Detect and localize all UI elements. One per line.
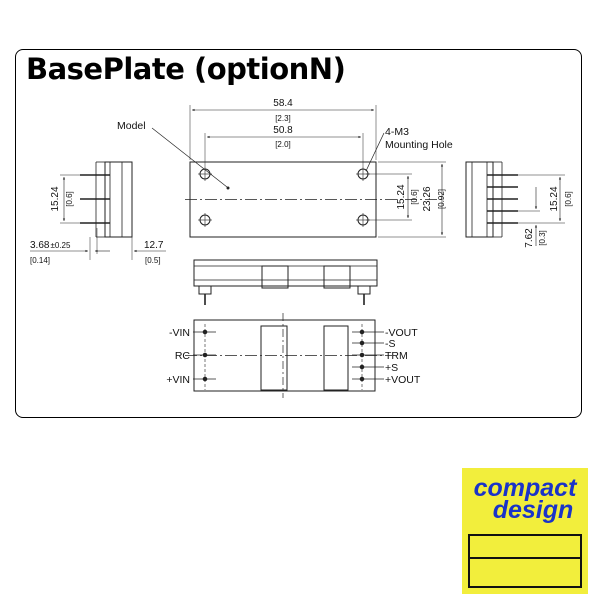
badge-module-icon xyxy=(468,534,582,588)
model-leader xyxy=(151,127,228,188)
overall-width-in-dim: [2.3] xyxy=(275,114,291,123)
top-view xyxy=(151,105,446,238)
overall-height-dim: 23.26 xyxy=(422,186,433,211)
hole-spacing-x-in-dim: [2.0] xyxy=(275,140,291,149)
badge-line-1: compact xyxy=(473,474,577,502)
right-height-in-dim: [0.6] xyxy=(564,191,573,207)
pin-label-neg-vin: -VIN xyxy=(169,327,190,339)
pin-label-pos-vout: +VOUT xyxy=(385,374,421,386)
mounting-hole-label: Mounting Hole xyxy=(385,139,453,151)
pin-label-neg-vout: -VOUT xyxy=(385,327,418,339)
pin-offset-in-dim: [0.14] xyxy=(30,256,50,265)
pin-dot-rc xyxy=(202,352,208,358)
left-height-dim: 15.24 xyxy=(50,186,61,211)
compact-design-badge: compact design xyxy=(462,468,588,594)
pin-label-pos-vin: +VIN xyxy=(166,374,190,386)
mounting-hole-leader xyxy=(365,132,385,172)
pin-label-trm: TRM xyxy=(385,350,408,362)
right-side-view xyxy=(465,161,565,246)
hole-spacing-y-in-dim: [0.6] xyxy=(410,189,419,205)
badge-line-2: design xyxy=(492,496,574,524)
pin-label-rc: RC xyxy=(175,350,191,362)
depth-in-dim: [0.5] xyxy=(145,256,161,265)
pin-dot-neg-vin xyxy=(202,329,208,335)
mounting-count-label: 4-M3 xyxy=(385,126,409,138)
pinout-view xyxy=(185,313,392,398)
pin-offset-dim: 3.68±0.25 xyxy=(30,240,71,251)
depth-dim: 12.7 xyxy=(144,240,164,251)
front-view xyxy=(193,259,378,305)
hole-spacing-y-dim: 15.24 xyxy=(396,184,407,209)
model-label: Model xyxy=(117,120,146,132)
right-height-dim: 15.24 xyxy=(549,186,560,211)
overall-height-in-dim: [0.92] xyxy=(437,189,446,209)
pin-dot-pos-vin xyxy=(202,376,208,382)
pin-label-neg-s: -S xyxy=(385,338,396,350)
pin-pitch-dim: 7.62 xyxy=(524,228,535,248)
overall-width-dim: 58.4 xyxy=(273,98,293,109)
pinout-block-2 xyxy=(323,325,349,391)
front-view-block-2 xyxy=(323,265,351,289)
page-title: BasePlate (optionN) xyxy=(26,52,346,86)
left-side-view xyxy=(30,161,166,260)
pin-pitch-in-dim: [0.3] xyxy=(538,230,547,246)
hole-spacing-x-dim: 50.8 xyxy=(273,125,293,136)
front-view-block-1 xyxy=(261,265,289,289)
left-height-in-dim: [0.6] xyxy=(65,191,74,207)
pin-label-pos-s: +S xyxy=(385,362,398,374)
model-marker-dot xyxy=(226,186,230,190)
pinout-block-1 xyxy=(260,325,288,391)
front-view-outline xyxy=(193,259,378,287)
